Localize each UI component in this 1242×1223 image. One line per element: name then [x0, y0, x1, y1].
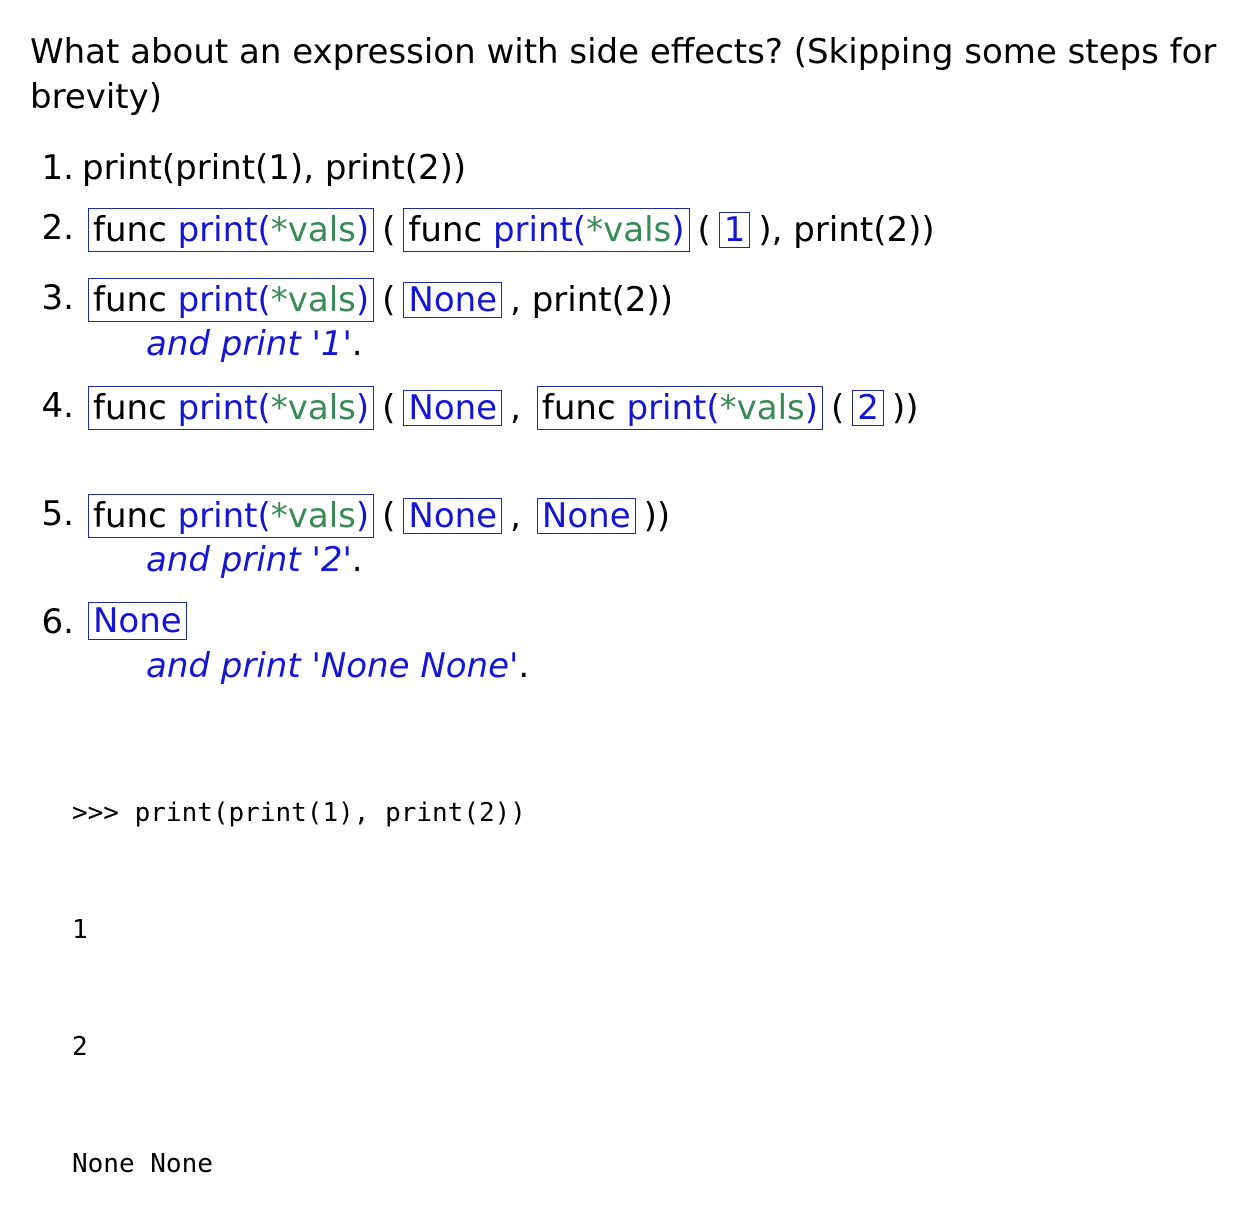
open-paren: (	[382, 496, 396, 536]
close-paren: )	[671, 210, 685, 250]
step-expression: print(print(1), print(2))	[82, 148, 466, 188]
console-line: 2	[72, 1032, 88, 1062]
open-paren: (	[382, 280, 396, 320]
parameter: *vals	[719, 388, 805, 428]
value-none: None	[408, 280, 498, 320]
value-box: None	[403, 388, 503, 428]
slide-heading: What about an expression with side effec…	[30, 32, 1217, 117]
step-number: 3.	[41, 278, 74, 318]
console-line: >>> print(print(1), print(2))	[72, 798, 526, 828]
function-box: func print(*vals)	[88, 494, 375, 538]
function-box: func print(*vals)	[88, 208, 375, 252]
expression-tail: ))	[891, 388, 919, 428]
console-output: >>> print(print(1), print(2)) 1 2 None N…	[72, 716, 526, 1223]
func-keyword: func	[93, 388, 167, 428]
function-name: print(	[177, 496, 271, 536]
value-none: None	[408, 496, 498, 536]
close-paren: )	[355, 388, 370, 428]
func-keyword: func	[93, 496, 167, 536]
note-period: .	[351, 540, 363, 580]
function-box: func print(*vals)	[536, 386, 824, 430]
value-box: None	[403, 280, 503, 320]
comma: ,	[510, 388, 521, 428]
console-line: None None	[72, 1149, 213, 1179]
note-text: and print '1'	[146, 324, 352, 364]
expression-tail: ))	[643, 496, 671, 536]
note-period: .	[351, 324, 363, 364]
step-number: 5.	[41, 494, 74, 534]
close-paren: )	[355, 496, 370, 536]
func-keyword: func	[93, 210, 167, 250]
step-expression: None	[88, 601, 187, 641]
value-two: 2	[857, 388, 879, 428]
value-box: 2	[852, 388, 884, 428]
parameter: *vals	[270, 388, 356, 428]
open-paren: (	[382, 388, 396, 428]
open-paren: (	[697, 210, 711, 250]
function-name: print(	[492, 210, 587, 250]
value-box: None	[536, 496, 636, 536]
step-number: 6.	[41, 602, 74, 642]
function-name: print(	[177, 210, 271, 250]
note-text: and print '2'	[146, 540, 352, 580]
function-name: print(	[177, 280, 271, 320]
comma: ,	[510, 496, 521, 536]
side-effect-note: and print 'None None'.	[146, 646, 529, 686]
func-keyword: func	[408, 210, 483, 250]
note-text: and print 'None None'	[146, 646, 519, 686]
open-paren: (	[382, 210, 396, 250]
value-box: None	[88, 601, 187, 641]
side-effect-note: and print '2'.	[146, 540, 363, 580]
step-expression: func print(*vals) ( None , func print(*v…	[88, 386, 918, 430]
function-box: func print(*vals)	[88, 278, 375, 322]
step-number: 4.	[41, 386, 74, 426]
value-none: None	[408, 388, 498, 428]
value-box: 1	[718, 210, 751, 250]
value-none: None	[93, 601, 182, 641]
parameter: *vals	[270, 496, 356, 536]
console-line: 1	[72, 915, 88, 945]
expression-tail: , print(2))	[510, 280, 674, 320]
value-one: 1	[723, 210, 746, 250]
function-box: func print(*vals)	[403, 208, 690, 252]
func-keyword: func	[541, 388, 616, 428]
step-number: 2.	[41, 208, 74, 248]
function-name: print(	[626, 388, 720, 428]
value-box: None	[403, 496, 503, 536]
open-paren: (	[831, 388, 845, 428]
step-expression: func print(*vals) ( None , None ))	[88, 494, 670, 538]
step-number: 1.	[41, 148, 74, 188]
side-effect-note: and print '1'.	[146, 324, 363, 364]
parameter: *vals	[270, 210, 356, 250]
function-box: func print(*vals)	[88, 386, 375, 430]
value-none: None	[541, 496, 631, 536]
close-paren: )	[355, 210, 370, 250]
expression-text: print(print(1), print(2))	[82, 148, 467, 188]
func-keyword: func	[93, 280, 167, 320]
close-paren: )	[355, 280, 370, 320]
function-name: print(	[177, 388, 271, 428]
parameter: *vals	[270, 280, 356, 320]
close-paren: )	[804, 388, 819, 428]
parameter: *vals	[586, 210, 672, 250]
step-expression: func print(*vals) ( func print(*vals) ( …	[88, 208, 935, 252]
expression-tail: ), print(2))	[758, 210, 935, 250]
note-period: .	[518, 646, 530, 686]
step-expression: func print(*vals) ( None , print(2))	[88, 278, 673, 322]
